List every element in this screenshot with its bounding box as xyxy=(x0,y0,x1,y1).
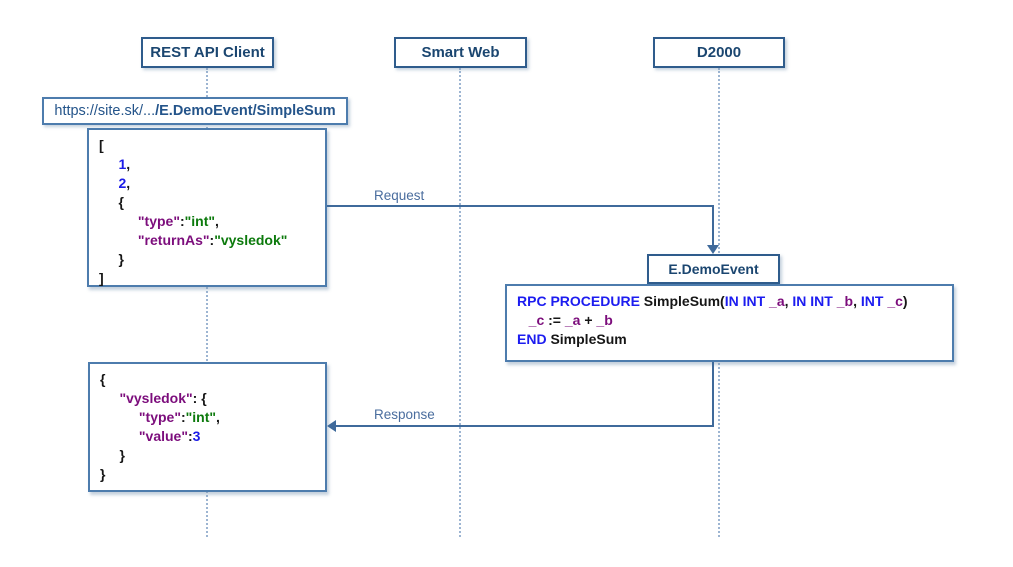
response-payload-code: { "vysledok": { "type":"int", "value":3 … xyxy=(100,371,220,482)
lifeline-smart-web xyxy=(459,68,461,537)
response-arrowhead-icon xyxy=(327,420,336,432)
request-arrowhead-icon xyxy=(707,245,719,254)
participant-label-rest-api-client: REST API Client xyxy=(150,44,265,61)
participant-box-smart-web: Smart Web xyxy=(394,37,527,68)
request-url-box: https://site.sk/.../E.DemoEvent/SimpleSu… xyxy=(42,97,348,125)
lifeline-rest-api-client xyxy=(206,68,208,537)
request-url-path: /E.DemoEvent/SimpleSum xyxy=(155,103,336,119)
participant-label-smart-web: Smart Web xyxy=(421,44,500,61)
response-payload-box: { "vysledok": { "type":"int", "value":3 … xyxy=(88,362,327,492)
response-message-label: Response xyxy=(374,407,435,422)
event-box-e-demoevent: E.DemoEvent xyxy=(647,254,780,284)
rpc-code: RPC PROCEDURE SimpleSum(IN INT _a, IN IN… xyxy=(517,293,908,347)
event-box-label: E.DemoEvent xyxy=(668,261,759,277)
response-arrow-drop-line xyxy=(712,362,714,427)
request-message-label: Request xyxy=(374,188,425,203)
request-arrow-line xyxy=(327,205,714,207)
request-url-base: https://site.sk/... xyxy=(54,103,156,119)
request-payload-box: [ 1, 2, { "type":"int", "returnAs":"vysl… xyxy=(87,128,327,287)
participant-box-rest-api-client: REST API Client xyxy=(141,37,274,68)
request-payload-code: [ 1, 2, { "type":"int", "returnAs":"vysl… xyxy=(99,137,288,286)
response-arrow-line xyxy=(335,425,714,427)
request-arrow-drop-line xyxy=(712,205,714,246)
rpc-code-box: RPC PROCEDURE SimpleSum(IN INT _a, IN IN… xyxy=(505,284,954,362)
participant-box-d2000: D2000 xyxy=(653,37,785,68)
participant-label-d2000: D2000 xyxy=(696,44,742,61)
